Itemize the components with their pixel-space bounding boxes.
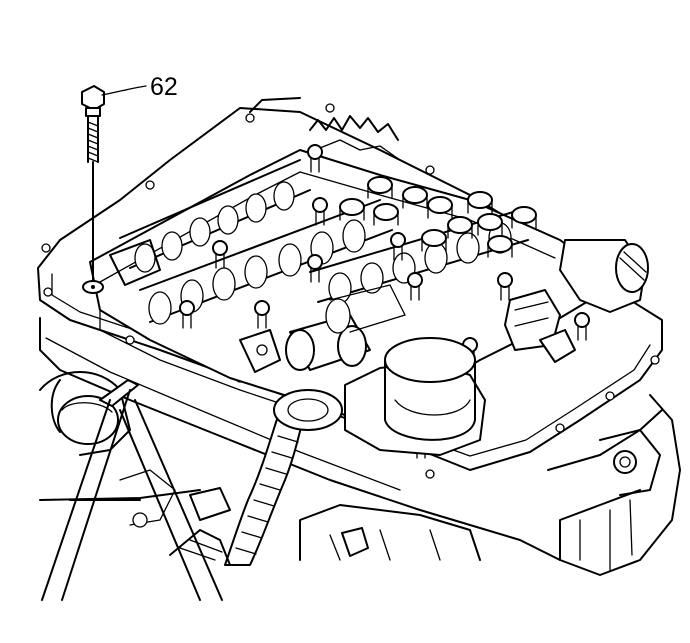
pressure-control-solenoid	[344, 337, 486, 456]
valve-caps	[339, 176, 537, 258]
valve-body-bolt-62	[81, 85, 105, 294]
transmission-case	[39, 317, 681, 576]
pressure-switch-assembly	[504, 239, 649, 363]
valve-body	[89, 144, 649, 459]
shift-solenoid	[285, 284, 406, 371]
wiring-harness	[169, 389, 343, 566]
valve-body-bolts	[179, 144, 590, 459]
callout-label: 62	[150, 73, 178, 101]
callout-62: 62	[101, 73, 178, 101]
support-fixture	[41, 379, 223, 601]
